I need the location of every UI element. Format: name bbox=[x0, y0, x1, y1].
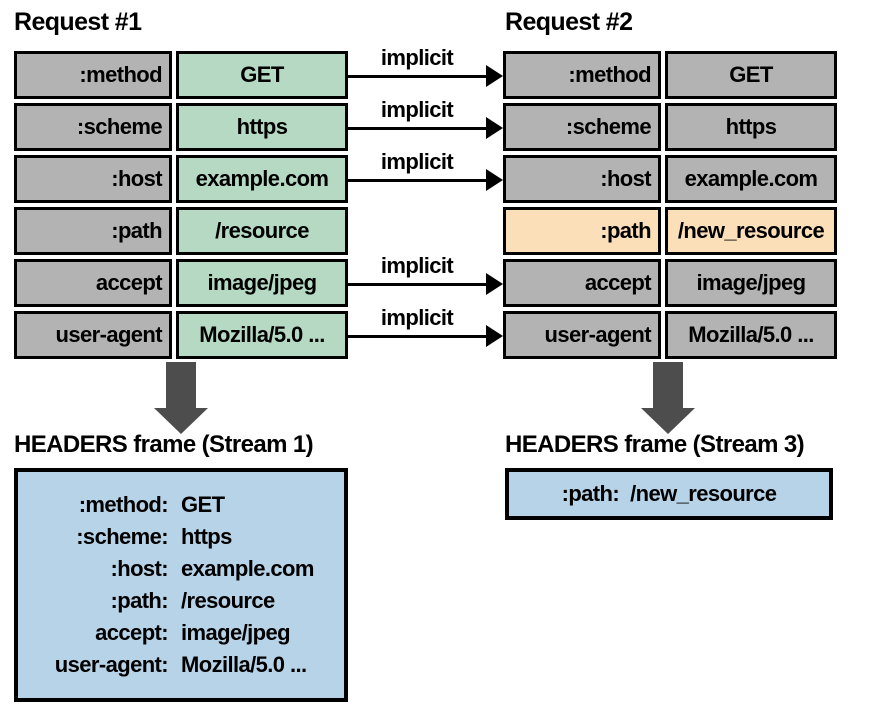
stream3-frame-box: :path: /new_resource bbox=[505, 468, 833, 520]
header-value-cell: Mozilla/5.0 ... bbox=[665, 311, 837, 359]
arrow-head-icon bbox=[486, 273, 503, 295]
frame-header-name: user-agent: bbox=[54, 652, 169, 677]
header-value-cell: https bbox=[176, 103, 348, 151]
header-name-cell: accept bbox=[14, 259, 172, 307]
arrow-line bbox=[346, 75, 488, 78]
header-value-cell: image/jpeg bbox=[176, 259, 348, 307]
arrow-line bbox=[346, 283, 488, 286]
down-arrow-head bbox=[154, 408, 208, 434]
down-arrow-shaft bbox=[166, 362, 196, 408]
arrow-head-icon bbox=[486, 169, 503, 191]
down-arrow-head bbox=[641, 408, 695, 434]
request2-table: :method GET :scheme https :host example.… bbox=[503, 51, 837, 359]
down-arrow-icon bbox=[641, 362, 695, 434]
header-value-cell-highlighted: /new_resource bbox=[665, 207, 837, 255]
header-name-cell: :host bbox=[14, 155, 172, 203]
implicit-label: implicit bbox=[380, 45, 454, 70]
arrow-line bbox=[346, 127, 488, 130]
frame-header-name: accept: bbox=[95, 620, 168, 645]
frame-header-value: GET bbox=[181, 492, 225, 517]
implicit-label: implicit bbox=[380, 97, 454, 122]
stream1-frame-box: :method: GET :scheme: https :host: examp… bbox=[14, 468, 348, 702]
frame-header-value: Mozilla/5.0 ... bbox=[181, 652, 307, 677]
arrow-head-icon bbox=[486, 65, 503, 87]
request2-title: Request #2 bbox=[505, 8, 633, 36]
down-arrow-icon bbox=[154, 362, 208, 434]
frame-header-value: /new_resource bbox=[630, 481, 777, 506]
frame-header-name: :path: bbox=[110, 588, 169, 613]
request1-table: :method GET :scheme https :host example.… bbox=[14, 51, 348, 359]
arrow-line bbox=[346, 335, 488, 338]
frame-header-value: /resource bbox=[181, 588, 275, 613]
header-name-cell-highlighted: :path bbox=[503, 207, 661, 255]
frame-header-value: example.com bbox=[181, 556, 314, 581]
frame-header-name: :host: bbox=[110, 556, 169, 581]
header-value-cell: example.com bbox=[176, 155, 348, 203]
frame-header-value: https bbox=[181, 524, 232, 549]
frame-header-value: image/jpeg bbox=[181, 620, 291, 645]
header-name-cell: :host bbox=[503, 155, 661, 203]
frame-header-name: :method: bbox=[78, 492, 169, 517]
request1-title: Request #1 bbox=[14, 8, 142, 36]
stream1-title: HEADERS frame (Stream 1) bbox=[14, 431, 314, 458]
frame-header-name: :path: bbox=[561, 481, 620, 506]
implicit-label: implicit bbox=[380, 253, 454, 278]
header-name-cell: :scheme bbox=[14, 103, 172, 151]
down-arrow-shaft bbox=[653, 362, 683, 408]
stream3-title: HEADERS frame (Stream 3) bbox=[505, 431, 805, 458]
header-value-cell: https bbox=[665, 103, 837, 151]
header-name-cell: user-agent bbox=[14, 311, 172, 359]
arrow-head-icon bbox=[486, 325, 503, 347]
header-name-cell: :path bbox=[14, 207, 172, 255]
arrow-head-icon bbox=[486, 117, 503, 139]
header-name-cell: :scheme bbox=[503, 103, 661, 151]
header-value-cell: GET bbox=[665, 51, 837, 99]
arrow-line bbox=[346, 179, 488, 182]
implicit-label: implicit bbox=[380, 305, 454, 330]
header-name-cell: :method bbox=[14, 51, 172, 99]
header-value-cell: example.com bbox=[665, 155, 837, 203]
header-value-cell: image/jpeg bbox=[665, 259, 837, 307]
header-name-cell: user-agent bbox=[503, 311, 661, 359]
header-name-cell: accept bbox=[503, 259, 661, 307]
header-value-cell: /resource bbox=[176, 207, 348, 255]
frame-header-name: :scheme: bbox=[76, 524, 168, 549]
implicit-label: implicit bbox=[380, 149, 454, 174]
header-value-cell: GET bbox=[176, 51, 348, 99]
header-name-cell: :method bbox=[503, 51, 661, 99]
header-value-cell: Mozilla/5.0 ... bbox=[176, 311, 348, 359]
